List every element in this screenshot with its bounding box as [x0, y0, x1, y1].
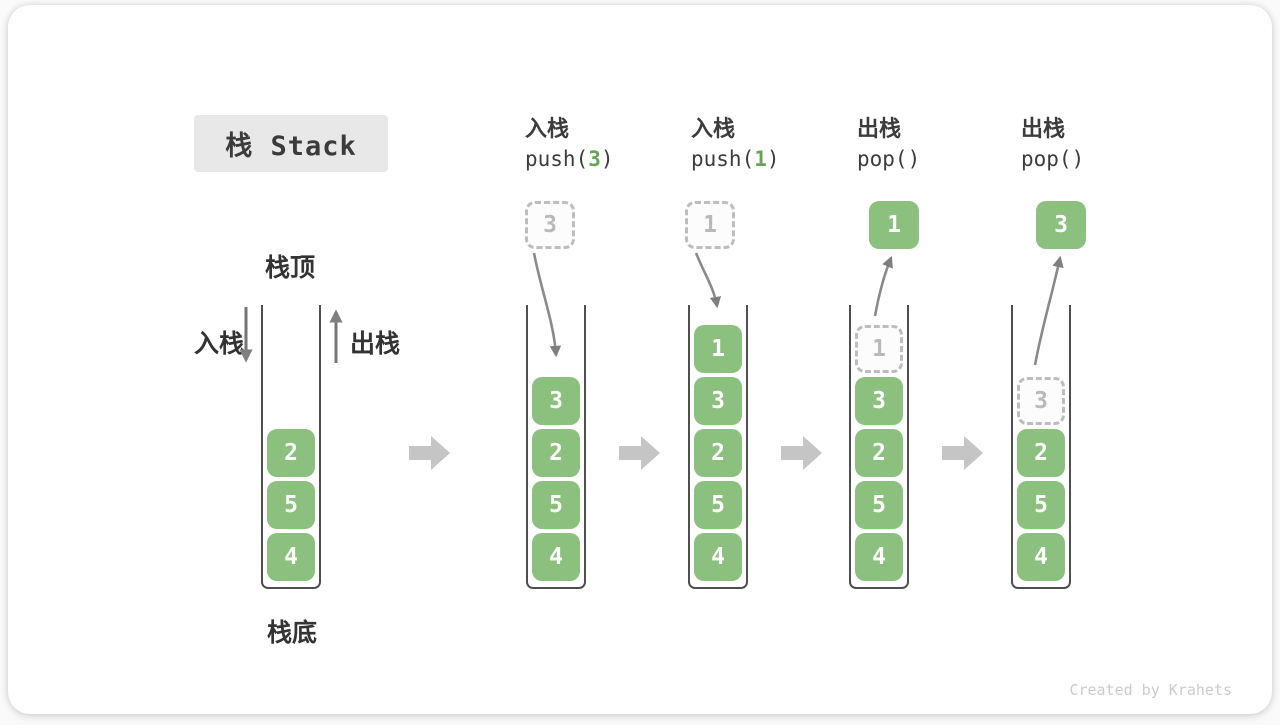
transition-arrow-icon — [409, 436, 450, 470]
stack5-block: 5 — [1017, 481, 1065, 529]
incoming-value-1: 1 — [685, 201, 735, 249]
op-code-pop-2: pop() — [1021, 147, 1085, 171]
op-label-push-3: 入栈 — [525, 116, 570, 141]
push-arg-3: 3 — [588, 147, 601, 171]
transition-arrow-icon — [619, 436, 660, 470]
stack-container-4 — [849, 305, 909, 589]
transition-arrow-icon — [781, 436, 822, 470]
stack-container-1 — [261, 305, 321, 589]
diagram-canvas: 栈 Stack 入栈 push(3) 入栈 push(1) 出栈 pop() 出… — [8, 5, 1272, 714]
stack-bottom-label: 栈底 — [267, 619, 318, 647]
stack3-block: 3 — [694, 377, 742, 425]
stack4-block: 5 — [855, 481, 903, 529]
stack5-block: 2 — [1017, 429, 1065, 477]
push-side-label: 入栈 — [194, 330, 245, 358]
pop-side-label: 出栈 — [350, 330, 401, 358]
stack-container-5 — [1011, 305, 1071, 589]
stack3-block: 4 — [694, 533, 742, 581]
stack1-block: 2 — [267, 429, 315, 477]
page-title: 栈 Stack — [225, 131, 357, 162]
stack5-block: 4 — [1017, 533, 1065, 581]
watermark: Created by Krahets — [1069, 681, 1232, 699]
arrows-layer — [239, 252, 1064, 470]
stack1-block: 5 — [267, 481, 315, 529]
op-label-pop-1: 出栈 — [857, 116, 902, 141]
push-1-arrow-icon — [694, 252, 722, 309]
stack-top-label: 栈顶 — [265, 254, 316, 282]
stack-container-3 — [688, 305, 748, 589]
op-label-push-1: 入栈 — [691, 116, 736, 141]
stack1-block: 4 — [267, 533, 315, 581]
op-label-pop-2: 出栈 — [1021, 116, 1066, 141]
stack2-block: 4 — [532, 533, 580, 581]
op-code-push-1: push(1) — [691, 147, 780, 171]
removed-slot-1: 1 — [855, 325, 903, 373]
stack4-block: 3 — [855, 377, 903, 425]
title-box: 栈 Stack — [194, 115, 388, 172]
stack-container-2 — [526, 305, 586, 589]
push-arg-1: 1 — [754, 147, 767, 171]
incoming-value-3: 3 — [525, 201, 575, 249]
stack2-block: 3 — [532, 377, 580, 425]
stack2-block: 2 — [532, 429, 580, 477]
popped-value-3: 3 — [1036, 201, 1086, 249]
removed-slot-3: 3 — [1017, 377, 1065, 425]
stack3-block: 2 — [694, 429, 742, 477]
popped-value-1: 1 — [869, 201, 919, 249]
stack3-block: 1 — [694, 325, 742, 373]
stack4-block: 2 — [855, 429, 903, 477]
stack3-block: 5 — [694, 481, 742, 529]
op-code-pop-1: pop() — [857, 147, 921, 171]
stack2-block: 5 — [532, 481, 580, 529]
op-code-push-3: push(3) — [525, 147, 614, 171]
transition-arrow-icon — [942, 436, 983, 470]
stack4-block: 4 — [855, 533, 903, 581]
